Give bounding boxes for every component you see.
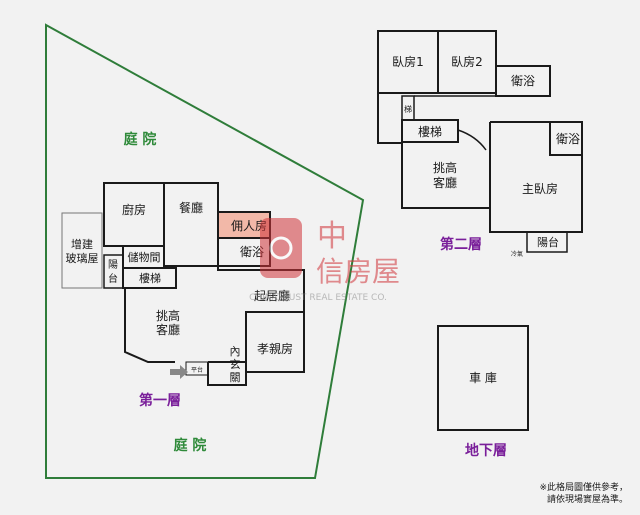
- elder-room: [245, 311, 305, 373]
- inner-foyer-label-2: 玄: [230, 357, 241, 371]
- floor1-bath-label: 衛浴: [240, 245, 264, 259]
- glass-house-label-1: 增建: [71, 237, 93, 251]
- entry-platform-label: 平台: [191, 366, 203, 374]
- bedroom2-label: 臥房2: [451, 54, 483, 69]
- family-room-label: 起居廳: [254, 288, 290, 303]
- floor2-stairs-label: 樓梯: [418, 124, 442, 139]
- floor2-small-stairs-label: 梯: [404, 104, 412, 114]
- garage-room: [437, 325, 529, 431]
- master-bedroom-label: 主臥房: [522, 181, 558, 196]
- elder-room-label: 孝親房: [257, 341, 293, 356]
- glass-house-room: [61, 212, 103, 289]
- dining-label: 餐廳: [179, 200, 203, 215]
- floor1-living-label-1: 挑高: [156, 308, 180, 323]
- floor2-bath-label: 衛浴: [511, 74, 535, 88]
- floor2-living-room-walls: [401, 122, 491, 209]
- brand-name-en: CHINATRUST REAL ESTATE CO.: [249, 293, 387, 303]
- floor2-title: 第二層: [440, 236, 482, 253]
- basement-title: 地下層: [465, 442, 507, 459]
- floor1-title: 第一層: [139, 392, 181, 409]
- brand-name-cn-1: 中: [317, 219, 347, 254]
- floor1-plan: [61, 182, 305, 386]
- floor2-living-label-1: 挑高: [433, 160, 457, 175]
- floor2-corridor: [377, 93, 402, 144]
- brand-logo-inner-icon: [269, 236, 293, 260]
- entry-arrow-icon: [170, 365, 188, 379]
- inner-foyer-label-1: 內: [230, 345, 241, 358]
- brand-name-cn-2: 信房屋: [316, 255, 400, 288]
- dining-room: [163, 182, 219, 267]
- floor1-living-outline: [176, 265, 305, 312]
- floor1-balcony-label-2: 台: [108, 272, 118, 285]
- garden-boundary: [45, 23, 365, 479]
- disclaimer-line-1: ※此格局圖僅供參考，: [539, 481, 628, 493]
- kitchen-label: 廚房: [122, 202, 146, 217]
- floor2-plan: [377, 30, 583, 253]
- floor2-living-label-2: 客廳: [433, 175, 457, 190]
- servant-room-label: 佣人房: [231, 218, 267, 233]
- bedroom1-label: 臥房1: [392, 54, 424, 69]
- floor1-stairs-label: 樓梯: [139, 271, 161, 285]
- floor1-living-label-2: 客廳: [156, 322, 180, 337]
- storage-label: 儲物間: [128, 250, 161, 264]
- floor2-balcony: [526, 231, 568, 253]
- floor2-stairs: [401, 119, 459, 143]
- floor2-living-curve: [457, 129, 487, 151]
- bedroom2-room: [437, 30, 497, 94]
- brand-logo-icon: [260, 218, 302, 278]
- disclaimer-line-2: 請依現場實屋為準。: [547, 493, 628, 505]
- floor1-balcony-label-1: 陽: [108, 259, 118, 271]
- garden-label-top: 庭 院: [124, 131, 157, 148]
- inner-foyer-label-3: 關: [230, 371, 241, 384]
- floor2-small-mark: 冷氣: [511, 250, 523, 258]
- floor1-living-outline-left: [124, 288, 175, 363]
- garage-label: 車 庫: [469, 371, 497, 385]
- master-bath-room: [549, 121, 583, 156]
- garden-label-bottom: 庭 院: [174, 437, 207, 454]
- floor2-balcony-label: 陽台: [537, 235, 559, 249]
- master-bath-label: 衛浴: [556, 132, 580, 146]
- glass-house-label-2: 玻璃屋: [66, 251, 99, 265]
- floor1-stairs: [122, 267, 177, 289]
- entry-platform: [185, 361, 209, 376]
- brand-watermark: 中 信房屋 CHINATRUST REAL ESTATE CO.: [249, 218, 400, 303]
